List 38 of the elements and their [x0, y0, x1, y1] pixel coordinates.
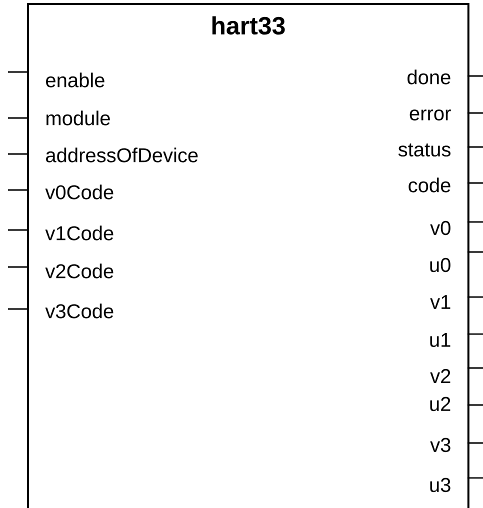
pin-name: code	[408, 178, 450, 192]
pin-name: done	[408, 70, 450, 84]
pin-line	[467, 333, 483, 335]
pin-name: u1	[430, 333, 450, 347]
pin-name: u3	[430, 478, 450, 492]
pin-line	[467, 221, 483, 223]
pin-line	[467, 442, 483, 444]
pin-name: status	[398, 143, 450, 157]
pin-name: module	[46, 110, 110, 126]
pin-line	[467, 477, 483, 479]
pin-name: v1	[430, 295, 450, 309]
pin-name: v3	[430, 438, 450, 452]
pin-name: v2	[430, 369, 450, 383]
pin-name: v2Code	[45, 264, 114, 278]
pin-line	[467, 182, 483, 184]
pin-name: v0Code	[45, 184, 114, 200]
pin-name: v3Code	[45, 304, 114, 318]
pin-name: addressOfDevice	[46, 148, 198, 162]
pin-line	[8, 266, 29, 268]
pin-name: u0	[430, 258, 450, 272]
pin-line	[467, 296, 483, 298]
pin-name: v1Code	[45, 226, 114, 240]
pin-line	[467, 404, 483, 406]
pin-name: u2	[430, 396, 450, 412]
pin-line	[8, 229, 29, 231]
pin-line	[467, 112, 483, 114]
pin-line	[467, 75, 483, 77]
pin-name: error	[410, 110, 451, 120]
pin-line	[8, 189, 29, 191]
pin-name: enable	[46, 72, 104, 88]
pin-line	[467, 367, 483, 369]
pin-line	[467, 146, 483, 148]
pin-line	[8, 71, 29, 73]
pin-line	[8, 153, 29, 155]
pin-line	[467, 251, 483, 253]
pin-line	[8, 308, 29, 310]
pin-name: v0	[430, 220, 450, 236]
pin-line	[8, 117, 29, 119]
